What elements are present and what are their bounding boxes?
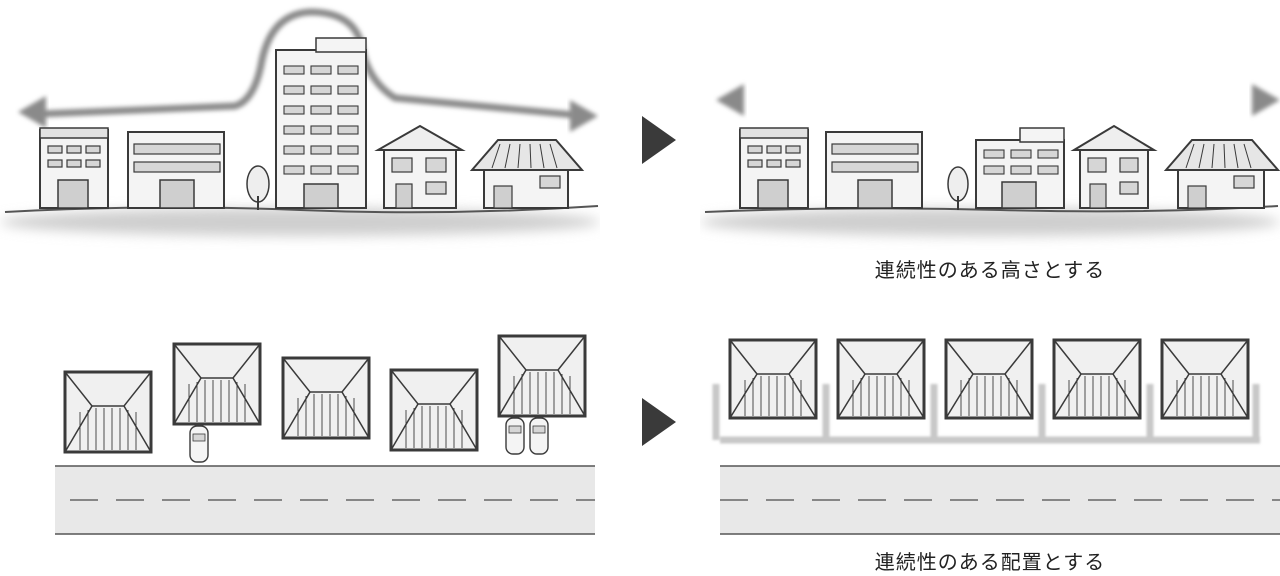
car-icon [505,417,525,455]
building-house-traditional [1163,139,1280,209]
road [720,465,1280,535]
hedge-row [712,384,1260,444]
placement-before-panel [0,320,620,550]
skyline-before-illustration [0,8,600,236]
house-roof [944,338,1034,420]
tree-icon [947,166,969,210]
skyline-before-panel [0,0,600,260]
height-line [39,8,576,119]
arrow-left-icon [18,96,46,128]
arrow-right-icon [1252,84,1280,116]
tree-icon [246,165,270,210]
ground-shadow [0,208,600,236]
arrow-right-icon [570,100,598,132]
skyline-after-illustration [700,84,1280,236]
house-roof [728,338,818,420]
building-apartment-small [739,127,809,209]
house-roof [1160,338,1250,420]
house-roof [1052,338,1142,420]
building-midrise [975,127,1065,209]
skyline-after-panel [700,0,1280,260]
ground-line [704,205,1279,213]
building-house-gable [1070,124,1158,209]
house-roof [172,342,262,426]
placement-before-illustration [55,334,595,535]
placement-after-panel [700,320,1280,550]
building-house-traditional [469,139,585,209]
transition-arrow-top [642,116,676,164]
building-tower [275,37,367,209]
road [55,465,595,535]
caption-continuous-height: 連続性のある高さとする [874,258,1106,282]
house-roof [63,370,153,454]
house-roof [389,368,479,452]
caption-continuous-placement: 連続性のある配置とする [874,550,1106,574]
placement-after-illustration [712,338,1280,535]
arrow-left-icon [716,84,744,116]
ground-shadow [700,208,1280,236]
house-roof [836,338,926,420]
transition-arrow-bottom [642,398,676,446]
house-roof [497,334,587,418]
building-office [127,131,225,209]
car-icon [189,425,209,463]
building-office [825,131,923,209]
building-apartment-small [39,127,109,209]
house-roof [281,356,371,440]
car-icon [529,417,549,455]
building-house-gable [374,124,466,209]
